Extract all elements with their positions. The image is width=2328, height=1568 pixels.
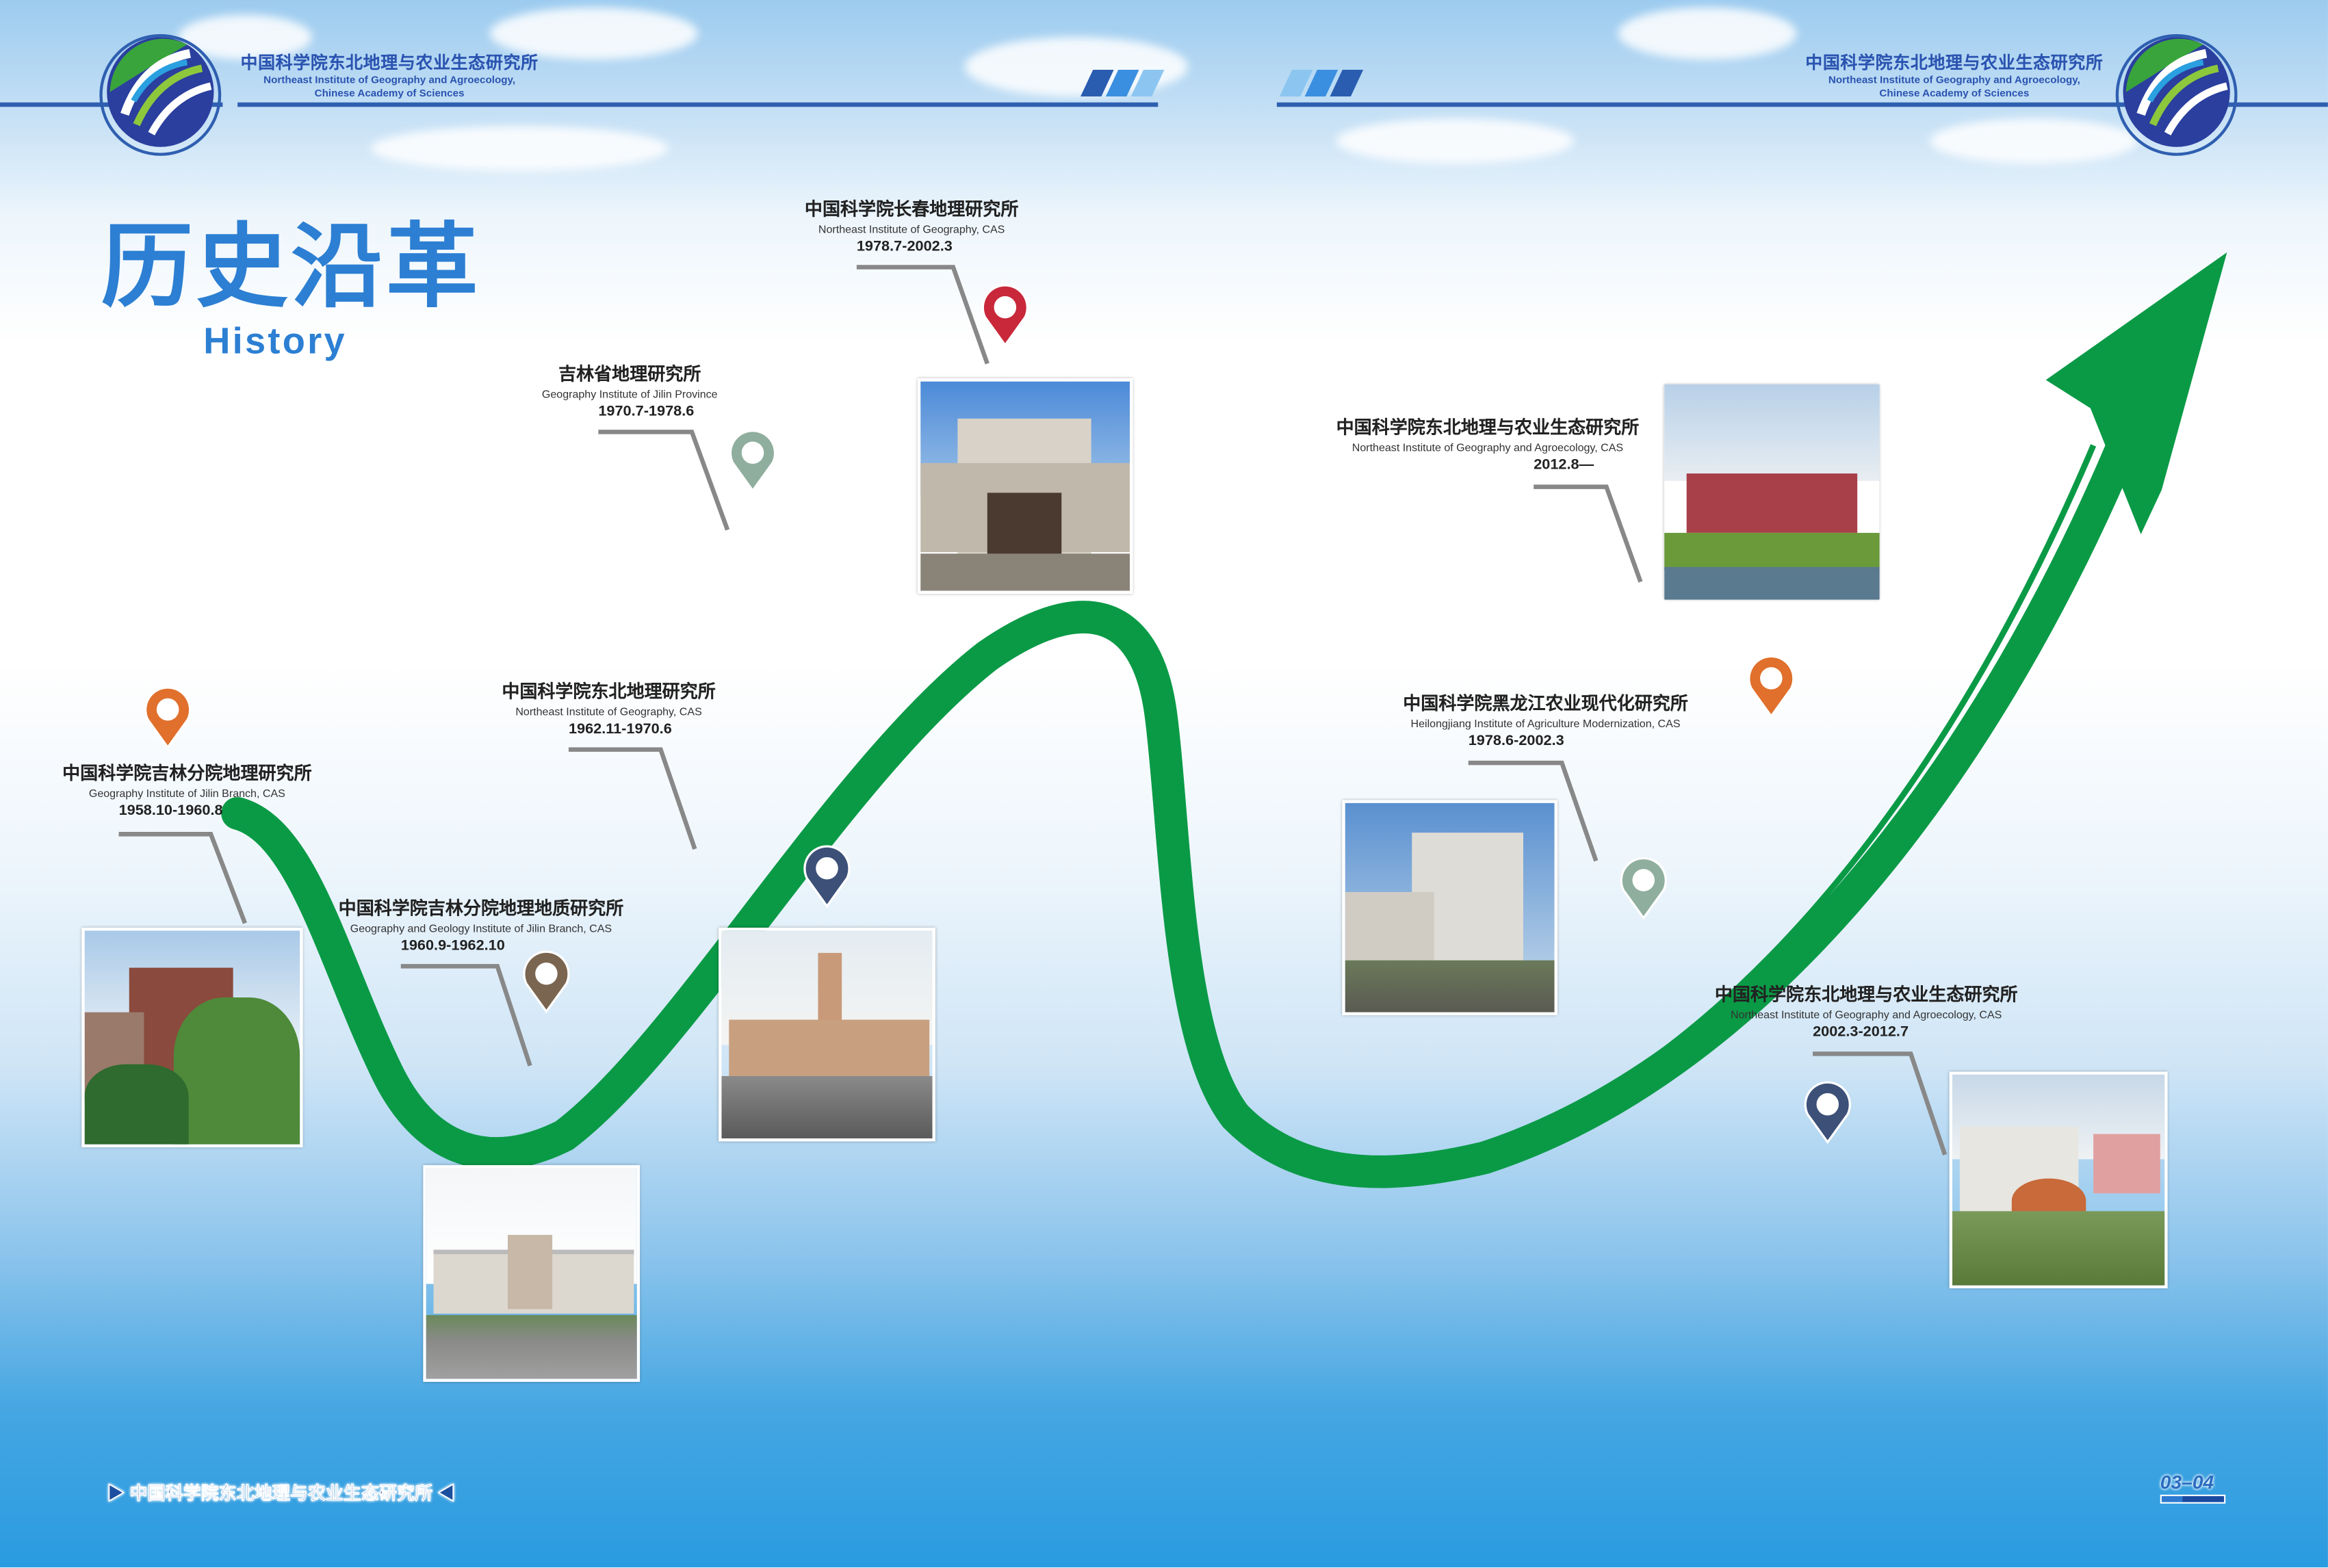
building-photo: [1342, 800, 1557, 1016]
entry-name-en: Northeast Institute of Geography and Agr…: [1351, 441, 1624, 454]
entry-name-en: Heilongjiang Institute of Agriculture Mo…: [1410, 716, 1681, 731]
map-pin-icon: [1620, 857, 1667, 920]
entry-name-cn: 中国科学院东北地理与农业生态研究所: [1336, 417, 1640, 439]
entry-name-cn: 中国科学院东北地理与农业生态研究所: [1714, 984, 2018, 1005]
footer-org-name: 中国科学院东北地理与农业生态研究所: [129, 1482, 433, 1504]
cloud: [1618, 7, 1797, 60]
timeline-entry: 中国科学院东北地理研究所 Northeast Institute of Geog…: [502, 681, 715, 740]
map-pin-icon: [523, 950, 570, 1014]
entry-name-cn: 中国科学院吉林分院地理地质研究所: [338, 898, 624, 919]
timeline-entry: 中国科学院东北地理与农业生态研究所 Northeast Institute of…: [1715, 984, 2018, 1042]
entry-name-en: Northeast Institute of Geography, CAS: [515, 705, 702, 719]
header-org-cn: 中国科学院东北地理与农业生态研究所: [1805, 55, 2104, 73]
triangle-left-icon: ◀: [432, 1482, 456, 1504]
entry-date: 1960.9-1962.10: [400, 938, 505, 955]
page-number-bar: [2160, 1494, 2226, 1504]
cloud: [489, 7, 698, 60]
timeline-entry: 中国科学院东北地理与农业生态研究所 Northeast Institute of…: [1336, 417, 1640, 475]
leader-line: [598, 430, 730, 531]
header-org-en: Northeast Institute of Geography and Agr…: [1828, 75, 2080, 86]
page-number: 03–04: [2160, 1471, 2226, 1504]
leader-line: [1468, 760, 1599, 862]
entry-date: 1962.11-1970.6: [568, 721, 672, 738]
building-photo: [423, 1165, 641, 1382]
entry-name-en: Northeast Institute of Geography, CAS: [818, 222, 1005, 236]
entry-name-en: Northeast Institute of Geography and Agr…: [1731, 1008, 2002, 1021]
leader-line: [1813, 1051, 1948, 1155]
entry-date: 1978.6-2002.3: [1468, 733, 1564, 750]
header-rule-left: [237, 102, 1159, 107]
map-pin-icon: [1804, 1081, 1851, 1145]
timeline-entry: 吉林省地理研究所 Geography Institute of Jilin Pr…: [542, 364, 718, 422]
header-org-cn: 中国科学院东北地理与农业生态研究所: [240, 55, 539, 73]
cloud: [1930, 118, 2138, 164]
page-subtitle: History: [203, 320, 347, 363]
leader-line: [118, 832, 248, 924]
header-org-en: Chinese Academy of Sciences: [314, 89, 465, 100]
institute-logo-icon: [99, 34, 222, 156]
footer-org: ▶ 中国科学院东北地理与农业生态研究所 ◀: [107, 1481, 456, 1505]
map-pin-icon: [981, 284, 1029, 348]
leader-line: [1534, 484, 1643, 583]
institute-logo-icon: [2115, 34, 2238, 156]
arrow-head: [2045, 252, 2227, 535]
leader-line: [400, 964, 532, 1067]
entry-date: 1958.10-1960.8: [118, 802, 223, 820]
building-photo: [1949, 1071, 2168, 1289]
entry-date: 1978.7-2002.3: [856, 239, 953, 256]
map-pin-icon: [144, 686, 192, 750]
building-photo: [1664, 384, 1880, 600]
building-photo: [719, 928, 935, 1142]
leader-lines: [118, 265, 1948, 1155]
timeline-entry: 中国科学院长春地理研究所 Northeast Institute of Geog…: [805, 199, 1018, 257]
entry-name-cn: 吉林省地理研究所: [558, 363, 701, 384]
header-org-en: Chinese Academy of Sciences: [1879, 89, 2030, 100]
page-title: 历史沿革: [101, 216, 481, 319]
entry-name-cn: 中国科学院黑龙江农业现代化研究所: [1403, 693, 1688, 714]
header-rule-right: [2227, 102, 2328, 107]
entry-name-en: Geography Institute of Jilin Province: [541, 387, 718, 401]
timeline-entry: 中国科学院吉林分院地理研究所 Geography Institute of Ji…: [62, 763, 312, 821]
page-number-text: 03–04: [2160, 1471, 2214, 1493]
timeline-entry: 中国科学院黑龙江农业现代化研究所 Heilongjiang Institute …: [1403, 693, 1688, 751]
map-pin-icon: [729, 430, 777, 493]
entry-date: 2012.8—: [1534, 457, 1594, 474]
entry-name-en: Geography Institute of Jilin Branch, CAS: [88, 786, 285, 800]
header-left-text: 中国科学院东北地理与农业生态研究所 Northeast Institute of…: [240, 53, 538, 101]
timeline-entry: 中国科学院吉林分院地理地质研究所 Geography and Geology I…: [339, 898, 624, 956]
header-rule-right: [1276, 102, 2138, 107]
header-right-text: 中国科学院东北地理与农业生态研究所 Northeast Institute of…: [1805, 53, 2103, 101]
growth-curve: [221, 429, 2140, 1188]
entry-name-en: Geography and Geology Institute of Jilin…: [350, 922, 612, 935]
leader-line: [568, 747, 697, 850]
entry-date: 2002.3-2012.7: [1813, 1024, 1909, 1041]
map-pin-icon: [1748, 655, 1795, 718]
entry-name-cn: 中国科学院吉林分院地理研究所: [62, 763, 312, 784]
entry-name-cn: 中国科学院东北地理研究所: [502, 681, 716, 703]
entry-date: 1970.7-1978.6: [598, 404, 695, 420]
header-org-en: Northeast Institute of Geography and Agr…: [263, 75, 516, 86]
map-pin-icon: [803, 845, 851, 909]
triangle-right-icon: ▶: [107, 1482, 130, 1504]
building-photo: [917, 378, 1133, 594]
leader-line: [856, 265, 990, 365]
entry-name-cn: 中国科学院长春地理研究所: [804, 198, 1019, 220]
building-photo: [81, 928, 303, 1148]
cloud: [1336, 118, 1574, 164]
cloud: [371, 126, 669, 171]
